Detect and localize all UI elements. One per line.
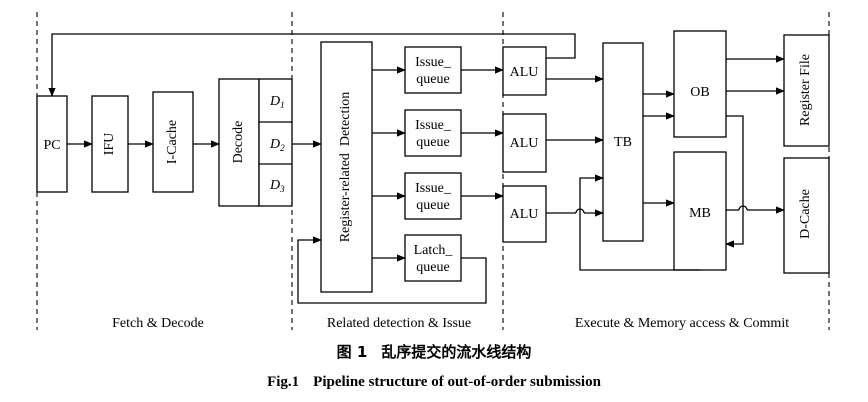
ob-label: OB bbox=[690, 85, 709, 100]
alu-3-label: ALU bbox=[510, 207, 539, 222]
pc-label: PC bbox=[43, 138, 60, 153]
d2-label: D2 bbox=[269, 137, 285, 153]
issue-queue-2-block bbox=[404, 109, 462, 157]
tb-block bbox=[602, 42, 644, 242]
issue-queue-2-label: Issue_queue bbox=[415, 118, 452, 150]
register-file-label: Register File bbox=[798, 54, 813, 126]
section-label-related-issue: Related detection & Issue bbox=[327, 316, 471, 331]
issue-queue-1-label: Issue_queue bbox=[415, 55, 452, 87]
decode-slots bbox=[258, 78, 293, 207]
ifu-label: IFU bbox=[102, 133, 117, 156]
ob-block bbox=[673, 30, 727, 138]
section-label-execute-commit: Execute & Memory access & Commit bbox=[575, 316, 789, 331]
alu-3-block bbox=[502, 185, 547, 243]
dcache-label: D-Cache bbox=[798, 189, 813, 239]
latch-feedback-line bbox=[297, 236, 487, 304]
alu-1-block bbox=[502, 46, 547, 96]
register-detection-block bbox=[320, 41, 373, 293]
decode-label: Decode bbox=[231, 121, 246, 164]
dcache-block bbox=[783, 157, 830, 274]
issue-queue-3-block bbox=[404, 172, 462, 220]
mb-to-tb-feedback-line bbox=[579, 174, 700, 271]
d1-label: D1 bbox=[269, 94, 285, 110]
tb-label: TB bbox=[614, 135, 632, 150]
latch-queue-label: Latch_queue bbox=[414, 243, 454, 275]
register-detection-label: Register-related Detection bbox=[338, 92, 353, 243]
mb-block bbox=[673, 151, 727, 271]
alu-1-label: ALU bbox=[510, 65, 539, 80]
section-label-fetch-decode: Fetch & Decode bbox=[112, 316, 204, 331]
icache-label: I-Cache bbox=[165, 120, 180, 164]
icache-block bbox=[152, 91, 194, 193]
issue-queue-3-label: Issue_queue bbox=[415, 181, 452, 213]
alu-2-label: ALU bbox=[510, 136, 539, 151]
pc-feedback-line bbox=[48, 33, 576, 97]
ifu-block bbox=[91, 95, 129, 193]
ob-to-mb-feedback-line bbox=[725, 115, 744, 248]
alu-2-block bbox=[502, 113, 547, 173]
mb-label: MB bbox=[689, 206, 711, 221]
latch-queue-block bbox=[404, 234, 462, 282]
d3-label: D3 bbox=[269, 178, 285, 194]
register-file-block bbox=[783, 34, 830, 147]
